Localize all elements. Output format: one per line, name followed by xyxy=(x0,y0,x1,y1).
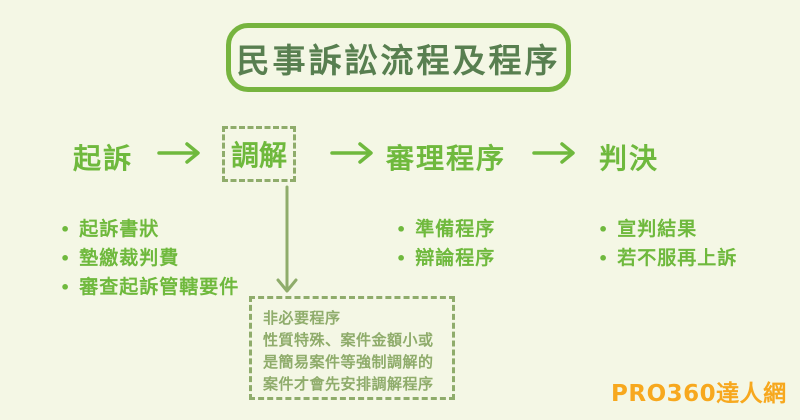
bullet-icon: • xyxy=(60,220,72,239)
list-item: • 起訴書狀 xyxy=(60,215,239,244)
list-item: • 準備程序 xyxy=(396,215,495,244)
note-line: 案件才會先安排調解程序 xyxy=(263,375,434,393)
note-line: 是簡易案件等強制調解的 xyxy=(263,353,434,371)
arrow-down-icon xyxy=(276,185,298,299)
mediation-dashed-box: 調解 xyxy=(222,126,296,182)
filing-detail-list: • 起訴書狀 • 墊繳裁判費 • 審查起訴管轄要件 xyxy=(60,215,239,302)
bullet-icon: • xyxy=(60,249,72,268)
list-item-label: 宣判結果 xyxy=(617,218,698,240)
page-title: 民事訴訟流程及程序 xyxy=(236,40,561,80)
list-item: • 宣判結果 xyxy=(598,215,737,244)
judgment-detail-list: • 宣判結果 • 若不服再上訴 xyxy=(598,215,737,273)
list-item: • 墊繳裁判費 xyxy=(60,244,239,273)
trial-detail-list: • 準備程序 • 辯論程序 xyxy=(396,215,495,273)
list-item-label: 起訴書狀 xyxy=(79,218,160,240)
bullet-icon: • xyxy=(598,220,610,239)
list-item-label: 若不服再上訴 xyxy=(617,247,738,269)
flow-stage-judgment: 判決 xyxy=(599,142,660,175)
bullet-icon: • xyxy=(60,278,72,297)
bullet-icon: • xyxy=(598,249,610,268)
list-item-label: 準備程序 xyxy=(415,218,496,240)
list-item-label: 墊繳裁判費 xyxy=(79,247,180,269)
list-item: • 若不服再上訴 xyxy=(598,244,737,273)
note-line: 性質特殊、案件金額小或 xyxy=(263,331,434,349)
list-item: • 辯論程序 xyxy=(396,244,495,273)
flow-stage-trial: 審理程序 xyxy=(386,142,507,175)
arrow-right-icon xyxy=(156,140,202,166)
bullet-icon: • xyxy=(396,220,408,239)
flow-stage-filing: 起訴 xyxy=(73,142,134,175)
list-item: • 審查起訴管轄要件 xyxy=(60,273,239,302)
watermark-logo: PRO360達人網 xyxy=(611,381,787,407)
list-item-label: 審查起訴管轄要件 xyxy=(79,276,240,298)
flow-stage-mediation: 調解 xyxy=(230,139,287,172)
arrow-right-icon xyxy=(329,140,375,166)
bullet-icon: • xyxy=(396,249,408,268)
note-line: 非必要程序 xyxy=(263,309,341,327)
list-item-label: 辯論程序 xyxy=(415,247,496,269)
mediation-note-box: 非必要程序 性質特殊、案件金額小或 是簡易案件等強制調解的 案件才會先安排調解程… xyxy=(249,296,455,400)
arrow-right-icon xyxy=(531,140,577,166)
title-box: 民事訴訟流程及程序 xyxy=(226,23,571,92)
